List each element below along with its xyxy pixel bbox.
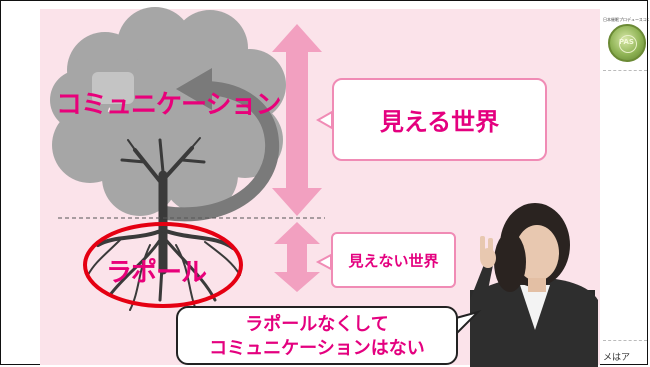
sidebar-header-text: 日本催眠プロデュースコンサルタント協会 <box>603 17 649 22</box>
sidebar-snippet-text: メはア <box>603 353 631 363</box>
presenter-photo <box>470 203 598 367</box>
association-logo-icon: PAS <box>608 24 646 62</box>
rapport-label: ラポール <box>106 258 207 288</box>
speech-line-2: コミュニケーションはない <box>209 338 425 359</box>
canopy-highlight <box>92 72 134 104</box>
communication-label: コミュニケーション <box>56 90 281 120</box>
invisible-callout-pointer <box>315 253 332 271</box>
visible-callout-pointer <box>315 110 333 130</box>
sidebar-divider <box>603 70 647 71</box>
cycle-arrow-icon <box>164 68 280 222</box>
speech-bubble: ラポールなくして コミュニケーションはない <box>176 306 458 365</box>
invisible-world-text: 見えない世界 <box>348 251 439 270</box>
rapport-highlight-ellipse <box>83 222 243 308</box>
tree-roots <box>87 228 241 311</box>
visible-world-callout: 見える世界 <box>332 78 547 161</box>
visible-range-arrow-icon <box>272 24 322 216</box>
invisible-range-arrow-icon <box>274 222 320 292</box>
speech-line-1: ラポールなくして <box>245 314 389 335</box>
visible-world-text: 見える世界 <box>379 108 500 136</box>
logo-text: PAS <box>619 38 634 46</box>
sidebar-divider <box>603 340 647 341</box>
invisible-world-callout: 見えない世界 <box>331 232 456 288</box>
